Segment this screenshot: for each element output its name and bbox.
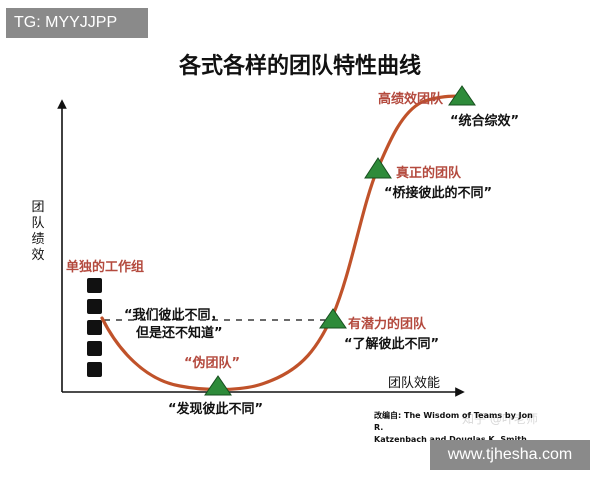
worker-block <box>87 278 102 293</box>
real-team-quote: “桥接彼此的不同” <box>384 186 493 201</box>
working-group-quote-line1: “我们彼此不同， <box>124 308 224 323</box>
footer-url: www.tjhesha.com <box>430 440 590 470</box>
pseudo-team-label: “伪团队” <box>184 356 241 371</box>
worker-block <box>87 362 102 377</box>
pseudo-team-quote: “发现彼此不同” <box>168 402 264 417</box>
worker-block <box>87 341 102 356</box>
diagram-title: 各式各样的团队特性曲线 <box>178 54 421 79</box>
pseudo-team-marker <box>204 375 232 396</box>
potential-team-label: 有潜力的团队 <box>348 317 427 332</box>
worker-block <box>87 320 102 335</box>
source-line2: Katzenbach and Douglas K. Smith <box>374 435 527 444</box>
x-axis-label: 团队效能 <box>388 376 441 391</box>
source-citation: 改编自: The Wisdom of Teams by Jon R. Katze… <box>374 410 544 446</box>
high-performance-team-label: 高绩效团队 <box>378 92 444 107</box>
working-group-label: 单独的工作组 <box>66 260 145 275</box>
working-group-quote-line2: 但是还不知道” <box>136 326 223 341</box>
potential-team-quote: “了解彼此不同” <box>344 337 440 352</box>
watermark: 知乎 @叶老师 <box>462 412 538 426</box>
real-team-marker <box>364 157 392 179</box>
potential-team-marker <box>319 308 347 329</box>
source-line1: 改编自: The Wisdom of Teams by Jon R. <box>374 411 533 432</box>
tag-label: TG: MYYJJPP <box>6 8 148 38</box>
high-performance-team-quote: “统合综效” <box>450 114 520 129</box>
real-team-label: 真正的团队 <box>396 166 462 181</box>
y-axis-label: 团队绩效 <box>31 200 45 263</box>
high-performance-team-marker <box>448 85 476 106</box>
worker-block <box>87 299 102 314</box>
